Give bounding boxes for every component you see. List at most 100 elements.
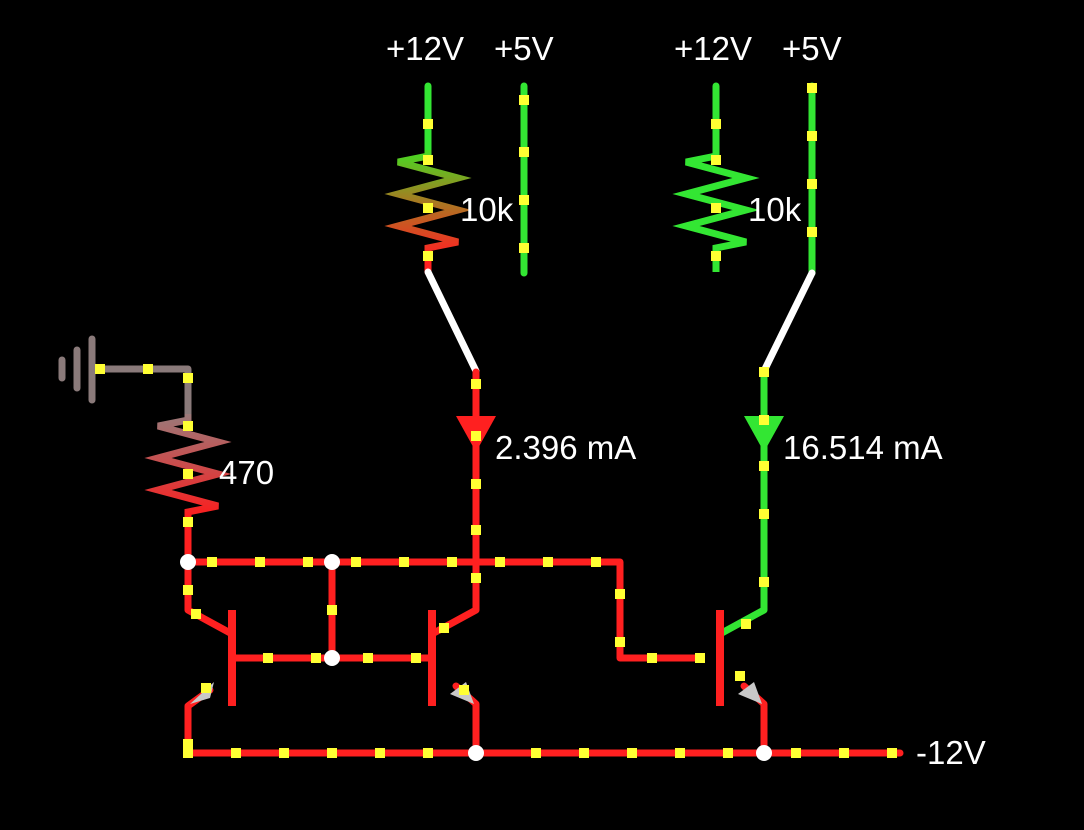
- current-dot: [543, 557, 553, 567]
- junction-nodes: [180, 554, 772, 761]
- current-dot: [807, 83, 817, 93]
- current-dot: [471, 525, 481, 535]
- right-5v-label: +5V: [782, 30, 842, 67]
- current-dot: [791, 748, 801, 758]
- current-dot: [263, 653, 273, 663]
- emitter-arrow-icon: [738, 682, 762, 704]
- current-dot: [201, 683, 211, 693]
- current-dot: [231, 748, 241, 758]
- right-12v-label: +12V: [674, 30, 752, 67]
- current-dot: [519, 95, 529, 105]
- left-switch[interactable]: [424, 268, 480, 375]
- current-dot: [183, 517, 193, 527]
- current-dot: [675, 748, 685, 758]
- left-10k-label: 10k: [460, 191, 514, 228]
- current-dot: [411, 653, 421, 663]
- current-dot: [375, 748, 385, 758]
- current-dot: [183, 469, 193, 479]
- current-dot: [591, 557, 601, 567]
- current-dot: [615, 637, 625, 647]
- current-dot: [741, 619, 751, 629]
- junction-node: [324, 554, 340, 570]
- current-dot: [207, 557, 217, 567]
- junction-node: [180, 554, 196, 570]
- current-dot: [311, 653, 321, 663]
- left-current-label: 2.396 mA: [495, 429, 637, 466]
- current-dot: [711, 251, 721, 261]
- ground-wire[interactable]: [92, 365, 192, 414]
- current-dot: [759, 367, 769, 377]
- right-10k-resistor[interactable]: [672, 150, 760, 272]
- current-dot: [183, 748, 193, 758]
- ground-icon[interactable]: [58, 335, 96, 404]
- current-dot: [423, 155, 433, 165]
- current-dot: [759, 509, 769, 519]
- current-dot: [807, 179, 817, 189]
- current-dot: [723, 748, 733, 758]
- current-dot: [471, 479, 481, 489]
- current-dot: [143, 364, 153, 374]
- current-dot: [423, 203, 433, 213]
- junction-node: [468, 745, 484, 761]
- current-dot: [471, 379, 481, 389]
- right-switch[interactable]: [760, 269, 816, 375]
- current-dot: [759, 577, 769, 587]
- current-dot: [471, 573, 481, 583]
- current-dot: [423, 748, 433, 758]
- current-dot: [711, 155, 721, 165]
- current-dot: [255, 557, 265, 567]
- current-dot: [759, 415, 769, 425]
- current-dot: [183, 421, 193, 431]
- current-dot: [363, 653, 373, 663]
- current-dot: [471, 431, 481, 441]
- left-5v-label: +5V: [494, 30, 554, 67]
- right-ammeter-arrow-icon: [744, 416, 784, 452]
- junction-node: [756, 745, 772, 761]
- current-dot: [447, 557, 457, 567]
- current-dot: [279, 748, 289, 758]
- current-dot: [183, 373, 193, 383]
- current-dot: [351, 557, 361, 567]
- right-collector-wire[interactable]: [716, 368, 768, 638]
- current-dot: [759, 461, 769, 471]
- transistor-right[interactable]: [716, 610, 762, 706]
- right-10k-label: 10k: [748, 191, 802, 228]
- current-dot: [519, 147, 529, 157]
- current-dot: [839, 748, 849, 758]
- current-dot: [807, 131, 817, 141]
- current-dot: [615, 589, 625, 599]
- current-dot: [887, 748, 897, 758]
- right-current-label: 16.514 mA: [783, 429, 943, 466]
- current-dot: [711, 203, 721, 213]
- bias-470-label: 470: [219, 454, 275, 491]
- current-dot: [579, 748, 589, 758]
- current-dot: [191, 609, 201, 619]
- current-dot: [327, 605, 337, 615]
- current-dot: [327, 748, 337, 758]
- current-dot: [627, 748, 637, 758]
- current-dots: [95, 83, 897, 758]
- current-dot: [647, 653, 657, 663]
- current-dot: [439, 623, 449, 633]
- current-dot: [519, 195, 529, 205]
- current-dot: [423, 119, 433, 129]
- current-dot: [303, 557, 313, 567]
- current-dot: [735, 671, 745, 681]
- current-dot: [807, 227, 817, 237]
- current-dot: [459, 685, 469, 695]
- current-dot: [423, 251, 433, 261]
- current-dot: [531, 748, 541, 758]
- junction-node: [324, 650, 340, 666]
- left-12v-label: +12V: [386, 30, 464, 67]
- neg-12v-label: -12V: [916, 734, 986, 771]
- bias-470-resistor[interactable]: [144, 414, 232, 562]
- current-dot: [695, 653, 705, 663]
- current-dot: [95, 364, 105, 374]
- current-dot: [495, 557, 505, 567]
- current-dot: [399, 557, 409, 567]
- current-dot: [183, 739, 193, 749]
- current-dot: [711, 119, 721, 129]
- current-dot: [519, 243, 529, 253]
- current-dot: [183, 585, 193, 595]
